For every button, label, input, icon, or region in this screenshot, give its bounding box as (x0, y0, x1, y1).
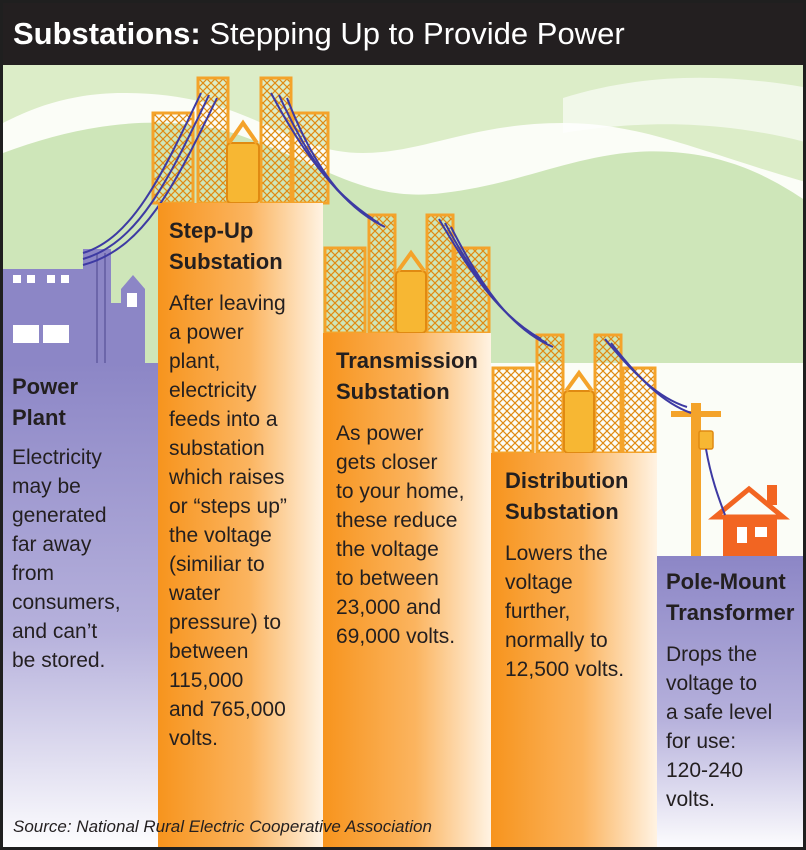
source-credit: Source: National Rural Electric Cooperat… (13, 817, 432, 836)
body-line: be stored. (12, 649, 106, 672)
utility-pole (671, 403, 721, 556)
body-line: electricity (169, 379, 257, 402)
body-line: volts. (666, 788, 716, 811)
body-line: (similiar to (169, 553, 265, 576)
body-line: generated (12, 504, 107, 527)
body-line: plant, (169, 350, 221, 373)
house-icon (708, 485, 790, 556)
body-line: 12,500 volts. (505, 658, 625, 681)
body-line: feeds into a (169, 408, 278, 431)
body-line: a power (169, 321, 244, 344)
body-line: voltage to (666, 672, 758, 695)
body-line: gets closer (336, 451, 438, 474)
title-line: Step-Up (169, 218, 254, 243)
transmission-substation-towers (323, 213, 491, 335)
distribution-description: Lowers the voltage further, normally to … (505, 539, 624, 684)
pole-mount-transformer-column: Pole-Mount Transformer Drops the voltage… (657, 556, 803, 847)
pole-mount-title: Pole-Mount Transformer (666, 566, 794, 628)
body-line: substation (169, 437, 265, 460)
body-line: or “steps up” (169, 495, 287, 518)
distribution-title: Distribution Substation (505, 465, 628, 527)
body-line: these reduce (336, 509, 458, 532)
power-plant-column: Power Plant Electricity may be generated… (3, 363, 158, 847)
body-line: After leaving (169, 292, 286, 315)
title-line: Substation (169, 249, 283, 274)
power-plant-building (3, 249, 145, 363)
body-line: voltage (505, 571, 573, 594)
body-line: water (169, 582, 221, 605)
title-bold: Substations: (13, 16, 201, 51)
title-line: Pole-Mount (666, 569, 786, 594)
body-line: and 765,000 (169, 698, 286, 721)
body-line: to your home, (336, 480, 465, 503)
body-line: normally to (505, 629, 608, 652)
transmission-substation-column: Transmission Substation As power gets cl… (323, 333, 491, 847)
body-line: which raises (169, 466, 285, 489)
body-line: 23,000 and (336, 596, 442, 619)
body-line: far away (12, 533, 92, 556)
body-line: the voltage (336, 538, 439, 561)
title-line: Transmission (336, 348, 478, 373)
power-lines (82, 92, 726, 516)
body-line: may be (12, 475, 81, 498)
title-line: Substation (336, 379, 450, 404)
pole-mount-description: Drops the voltage to a safe level for us… (666, 640, 772, 814)
body-line: 120-240 (666, 759, 744, 782)
body-line: Electricity (12, 446, 102, 469)
hill-far-right (563, 77, 803, 142)
body-line: the voltage (169, 524, 272, 547)
body-line: Drops the (666, 643, 758, 666)
power-plant-title: Power Plant (12, 371, 78, 433)
power-plant-description: Electricity may be generated far away fr… (12, 443, 121, 675)
page-title: Substations: Stepping Up to Provide Powe… (3, 3, 803, 65)
distribution-substation-column: Distribution Substation Lowers the volta… (491, 453, 657, 847)
title-line: Distribution (505, 468, 629, 493)
title-line: Transformer (666, 600, 795, 625)
body-line: for use: (666, 730, 737, 753)
body-line: 69,000 volts. (336, 625, 456, 648)
title-line: Power (12, 374, 79, 399)
body-line: 115,000 (169, 669, 244, 692)
body-line: volts. (169, 727, 219, 750)
transmission-description: As power gets closer to your home, these… (336, 419, 464, 651)
body-line: As power (336, 422, 424, 445)
transmission-title: Transmission Substation (336, 345, 478, 407)
step-up-substation-column: Step-Up Substation After leaving a power… (158, 203, 323, 847)
body-line: to between (336, 567, 439, 590)
body-line: a safe level (666, 701, 773, 724)
body-line: Lowers the (505, 542, 608, 565)
body-line: from (12, 562, 54, 585)
body-line: and can’t (12, 620, 98, 643)
step-up-title: Step-Up Substation (169, 215, 283, 277)
body-line: consumers, (12, 591, 121, 614)
body-line: between (169, 640, 249, 663)
step-up-description: After leaving a power plant, electricity… (169, 289, 287, 753)
body-line: further, (505, 600, 571, 623)
title-line: Plant (12, 405, 66, 430)
title-rest: Stepping Up to Provide Power (200, 16, 625, 51)
title-line: Substation (505, 499, 619, 524)
body-line: pressure) to (169, 611, 282, 634)
